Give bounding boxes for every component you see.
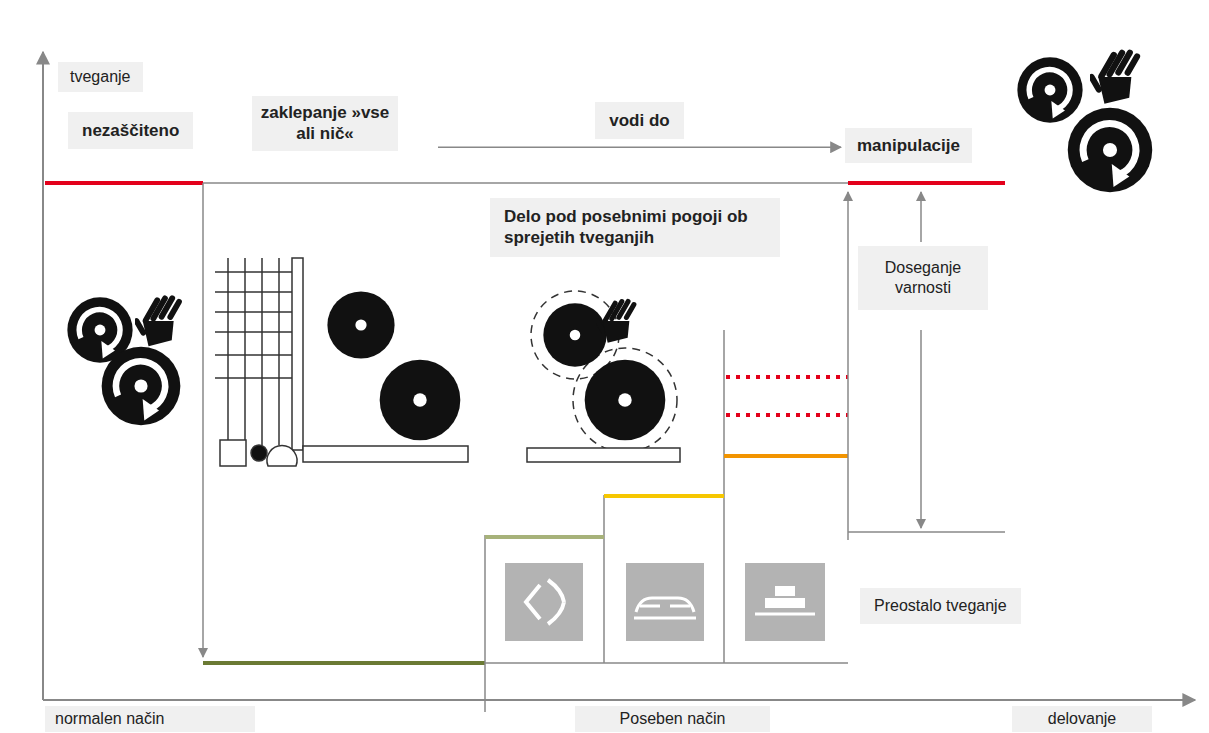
label-text: nezaščiteno (82, 120, 179, 141)
state-label: nezaščiteno (68, 112, 193, 149)
enabling-icon (505, 563, 583, 641)
edge-label: vodi do (609, 110, 669, 131)
label-text: tveganje (70, 67, 131, 87)
step-line (603, 495, 605, 663)
connector-label: vodi do (595, 102, 683, 139)
manipulation-risk-line (848, 181, 1005, 185)
label-text: Doseganje varnosti (868, 258, 978, 298)
label-text: Poseben način (585, 709, 760, 729)
connector-arrow (438, 147, 841, 149)
node-text: manipulacije (857, 135, 960, 156)
safety-arrow (920, 192, 922, 242)
dotted-risk-line (726, 413, 848, 417)
step-base (485, 662, 848, 664)
mode-label: normalen način (45, 706, 255, 732)
mode-divider (484, 535, 486, 712)
risk-level-line (203, 182, 848, 184)
mode-label: Poseben način (575, 706, 770, 732)
guarded-rollers (327, 291, 460, 440)
residual-label: Preostalo tveganje (860, 588, 1021, 624)
text-box: manipulacije (845, 128, 972, 163)
label-text: normalen način (55, 709, 245, 729)
two-hand-icon (626, 563, 704, 641)
interlocked-guard (215, 258, 468, 466)
step-risk-2 (604, 494, 724, 498)
text-box: zaklepanje »vse ali nič« (252, 96, 398, 151)
dotted-risk-line (726, 375, 848, 379)
safety-label: Doseganje varnosti (858, 246, 988, 310)
node-text: zaklepanje »vse ali nič« (260, 102, 390, 145)
residual-risk-line (848, 531, 1005, 533)
step-risk-1 (485, 535, 604, 539)
normal-mode-risk-line (203, 661, 485, 665)
unprotected-risk-line (45, 181, 203, 185)
manipulated-rollers (1017, 48, 1152, 192)
axis-label: delovanje (1012, 706, 1152, 732)
interlock-drop-arrow (202, 183, 204, 657)
y-axis (42, 52, 44, 700)
axis-label: tveganje (58, 62, 143, 92)
unprotected-rollers (67, 294, 183, 425)
label-text: delovanje (1022, 709, 1142, 729)
push-button-icon (745, 563, 825, 641)
special-mode-rollers (527, 291, 680, 462)
step-risk-3 (724, 454, 848, 458)
note-label: Delo pod posebnimi pogoji ob sprejetih t… (490, 198, 780, 257)
x-axis (43, 699, 1195, 701)
safety-arrow (920, 330, 922, 528)
label-text: Delo pod posebnimi pogoji ob sprejetih t… (504, 206, 766, 249)
label-text: Preostalo tveganje (874, 596, 1007, 616)
manipulation-arrow (847, 192, 849, 540)
